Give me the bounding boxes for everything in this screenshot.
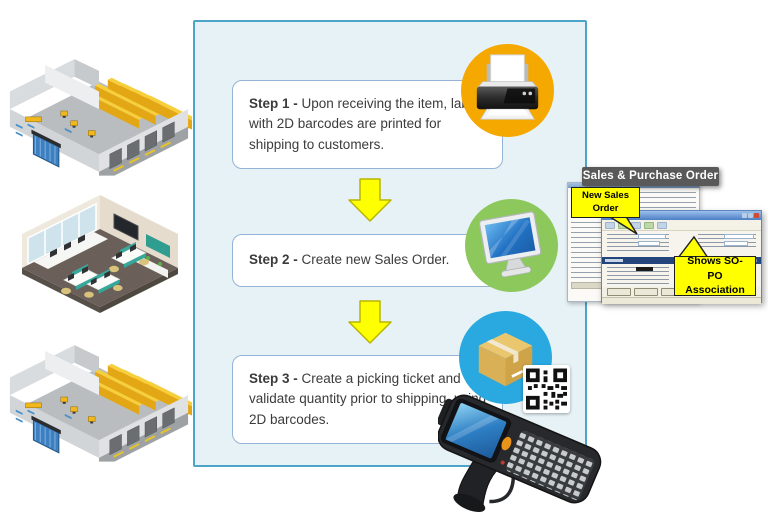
callout-text: Shows SO-PO Association <box>685 254 745 297</box>
monitor-glyph <box>465 199 558 292</box>
step-1-label: Step 1 - <box>249 95 298 111</box>
minimize-icon <box>742 213 747 218</box>
callout-so-po-association: Shows SO-PO Association <box>674 254 756 297</box>
maximize-icon <box>748 213 753 218</box>
close-icon <box>754 213 759 218</box>
step-1-text: Step 1 - Upon receiving the item, labels… <box>249 95 487 152</box>
warehouse-icon <box>6 48 192 176</box>
overlay-title: Sales & Purchase Order <box>582 167 719 186</box>
toolbar-icon <box>631 221 641 229</box>
toolbar-icon <box>657 221 667 229</box>
scanner-glyph <box>438 394 620 516</box>
detail-fields-left <box>607 267 669 284</box>
callout-text: New Sales Order <box>582 189 629 214</box>
window-statusbar <box>602 297 761 304</box>
toolbar-icon <box>618 221 628 229</box>
window-toolbar <box>602 220 761 231</box>
step-2-box: Step 2 - Create new Sales Order. <box>232 234 503 287</box>
form-input <box>724 234 754 239</box>
callout-new-sales-order: New Sales Order <box>571 187 640 218</box>
step-1-box: Step 1 - Upon receiving the item, labels… <box>232 80 503 169</box>
toolbar-icon <box>644 221 654 229</box>
printer-icon <box>461 44 554 137</box>
down-arrow-icon <box>348 178 392 222</box>
step-3-text: Step 3 - Create a picking ticket and val… <box>249 370 487 427</box>
step-2-text: Step 2 - Create new Sales Order. <box>249 252 450 268</box>
step-3-label: Step 3 - <box>249 370 298 386</box>
warehouse-illustration-bottom <box>6 332 192 464</box>
warehouse-icon <box>6 332 192 464</box>
window-titlebar <box>602 211 761 220</box>
toolbar-icon <box>605 221 615 229</box>
window-button <box>607 288 631 296</box>
office-illustration <box>16 192 184 326</box>
form-input <box>638 234 666 239</box>
down-arrow-icon <box>348 300 392 344</box>
qr-code-icon <box>523 365 570 413</box>
step-2-label: Step 2 - <box>249 252 298 268</box>
window-button <box>634 288 658 296</box>
office-icon <box>16 192 184 326</box>
form-input <box>724 241 748 246</box>
form-input <box>638 241 660 246</box>
printer-glyph <box>461 44 554 137</box>
process-panel: Step 1 - Upon receiving the item, labels… <box>193 20 587 467</box>
description-field <box>636 267 653 271</box>
warehouse-illustration-top <box>6 48 192 176</box>
handheld-scanner-icon <box>438 394 620 516</box>
monitor-icon <box>465 199 558 292</box>
